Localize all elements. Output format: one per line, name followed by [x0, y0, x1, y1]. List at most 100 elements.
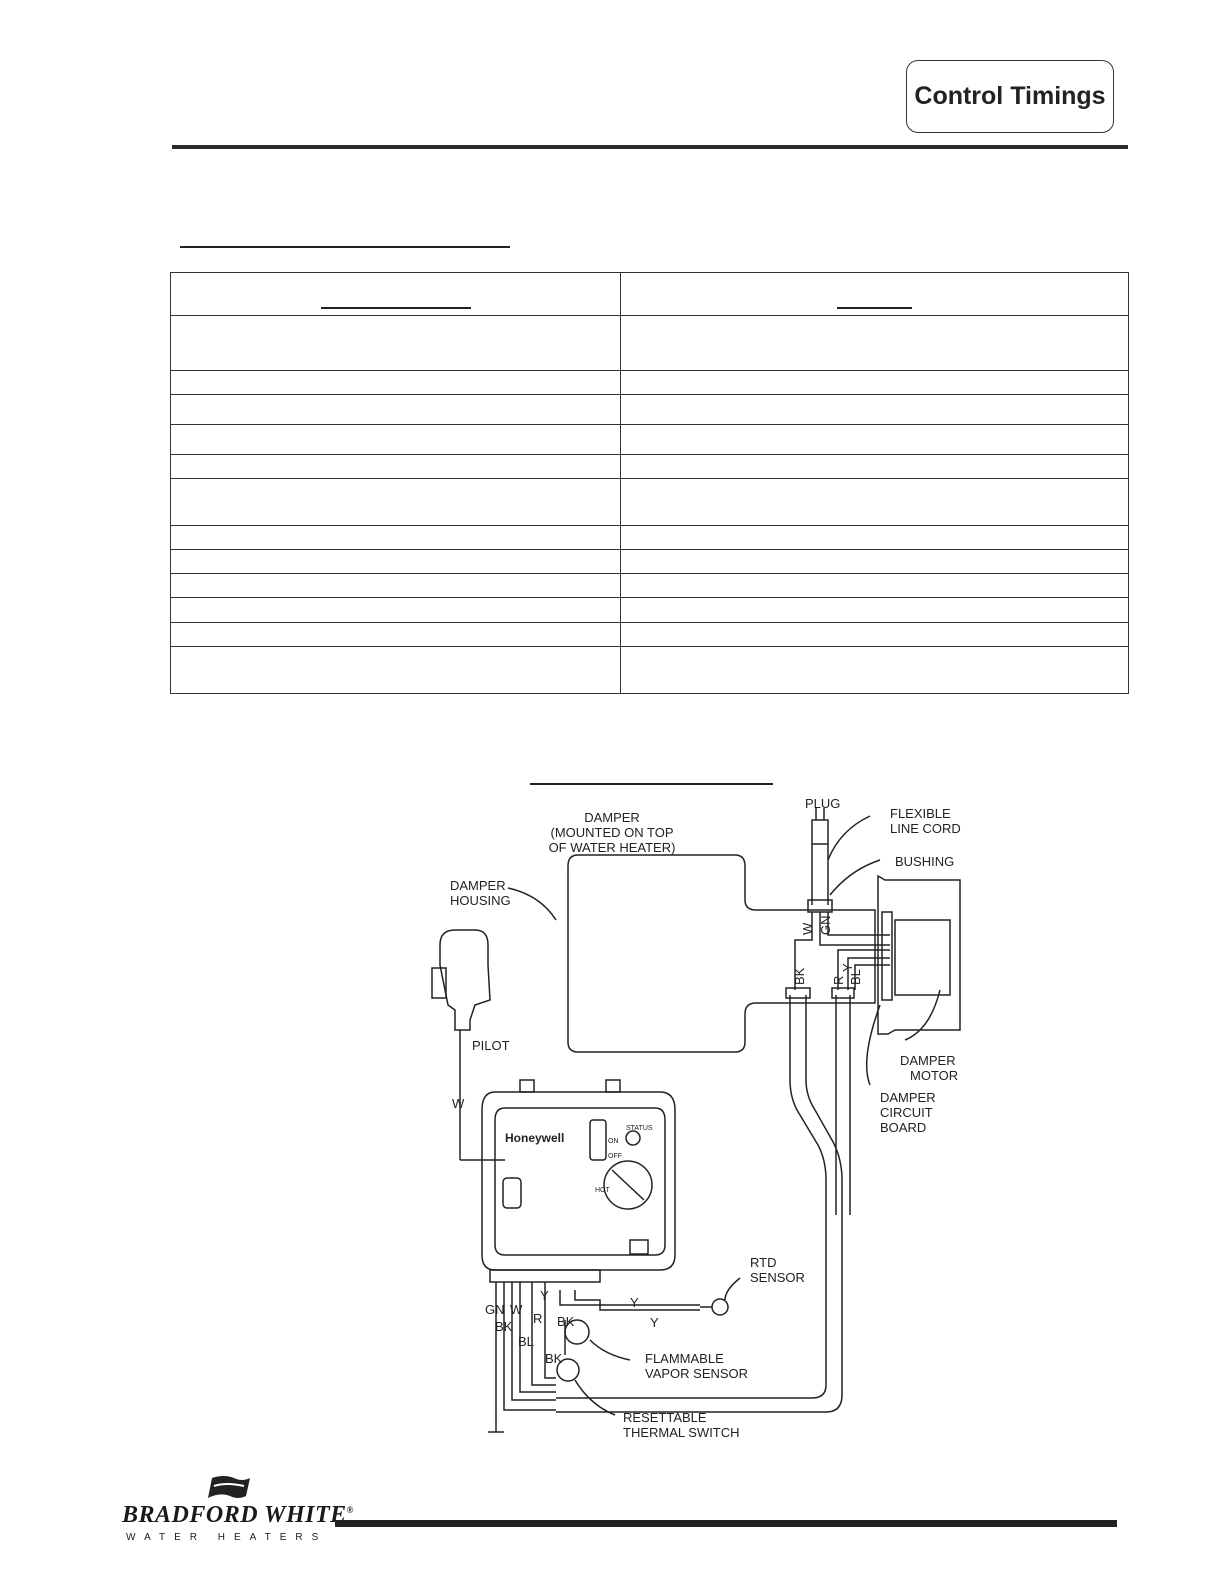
table-header-cell [620, 272, 1129, 316]
thermal-switch [556, 1358, 580, 1382]
connector-box [629, 1239, 649, 1255]
damper-motor [877, 874, 961, 1035]
label-off: OFF [608, 1153, 622, 1160]
table-cell-sequence [170, 370, 621, 395]
table-cell-sequence [170, 454, 621, 479]
table-row [170, 597, 1129, 623]
label-board-1: DAMPER [880, 1090, 936, 1105]
pilot-connector [502, 1177, 522, 1209]
table-cell-sequence [170, 597, 621, 623]
label-pilot: PILOT [472, 1038, 510, 1053]
table-row [170, 478, 1129, 526]
wire-label-r: R [533, 1311, 542, 1326]
damper-circuit-board [881, 911, 893, 1001]
table-cell-timing [620, 315, 1129, 371]
table-cell-sequence [170, 646, 621, 694]
label-board-3: BOARD [880, 1120, 926, 1135]
wire-label-bl-top: BL [848, 969, 863, 985]
label-damper-mount-2: OF WATER HEATER) [549, 840, 676, 855]
table-row [170, 424, 1129, 455]
wire-label-r-top: R [831, 976, 846, 985]
wire-label-y1: Y [630, 1295, 639, 1310]
label-on: ON [608, 1138, 619, 1145]
section-tab: Control Timings [906, 60, 1114, 133]
logo-sub-text: WATER HEATERS [126, 1532, 328, 1543]
table-cell-timing [620, 394, 1129, 425]
wire-label-y-top: Y [840, 963, 855, 972]
table-cell-sequence [170, 525, 621, 550]
table-row [170, 370, 1129, 395]
damper-motor-box [894, 919, 951, 996]
label-line-cord: LINE CORD [890, 821, 961, 836]
table-cell-timing [620, 424, 1129, 455]
control-timings-table [170, 272, 1129, 694]
table-header-cell [170, 272, 621, 316]
wire-label-bk3: BK [545, 1351, 563, 1366]
wire-label-w: W [510, 1302, 523, 1317]
wire-label-bk2: BK [557, 1314, 575, 1329]
table-row [170, 315, 1129, 371]
status-light [625, 1130, 641, 1146]
label-damper: DAMPER [584, 810, 640, 825]
label-damper-mount-1: (MOUNTED ON TOP [550, 825, 673, 840]
gas-control-body [481, 1091, 676, 1271]
label-bushing: BUSHING [895, 854, 954, 869]
wire-label-bk: BK [495, 1319, 513, 1334]
plug [811, 819, 829, 845]
header-underline [837, 307, 912, 309]
wire-label-bl: BL [518, 1334, 534, 1349]
pilot-assembly [439, 929, 491, 1031]
label-motor-1: DAMPER [900, 1053, 956, 1068]
table-cell-sequence [170, 478, 621, 526]
header-underline [320, 307, 471, 309]
diagram-labels: DAMPER (MOUNTED ON TOP OF WATER HEATER) … [450, 796, 961, 1440]
table-row [170, 394, 1129, 425]
logo-main-text: BRADFORD WHITE® [122, 1502, 354, 1528]
wire-label-bk-top: BK [792, 967, 807, 985]
damper-housing-outline [567, 854, 876, 1053]
label-vapor-2: VAPOR SENSOR [645, 1366, 748, 1381]
label-flexible: FLEXIBLE [890, 806, 951, 821]
table-cell-timing [620, 370, 1129, 395]
table-row [170, 525, 1129, 550]
label-housing-1: DAMPER [450, 878, 506, 893]
label-rtd-1: RTD [750, 1255, 776, 1270]
gas-control-bottom [489, 1269, 601, 1283]
bradford-white-logo: BRADFORD WHITE® WATER HEATERS [122, 1476, 353, 1546]
on-off-switch [589, 1119, 607, 1161]
table-cell-timing [620, 549, 1129, 574]
diagram-heading-rule [530, 783, 773, 785]
label-hot: HOT [595, 1187, 611, 1194]
table-header-row [170, 272, 1129, 316]
label-thermal-1: RESETTABLE [623, 1410, 707, 1425]
label-status: STATUS [626, 1125, 653, 1132]
label-plug: PLUG [805, 796, 840, 811]
header-rule [172, 145, 1128, 149]
wire-label-gn: GN [485, 1302, 505, 1317]
wire-label-y: Y [540, 1288, 549, 1303]
wire-label-w-top: W [800, 922, 815, 935]
table-row [170, 454, 1129, 479]
label-thermal-2: THERMAL SWITCH [623, 1425, 740, 1440]
temperature-dial [603, 1160, 653, 1210]
label-housing-2: HOUSING [450, 893, 511, 908]
logo-flag-icon [208, 1476, 250, 1498]
table-row [170, 646, 1129, 694]
conduit-left [556, 995, 827, 1399]
table-row [170, 549, 1129, 574]
wire-label-y2: Y [650, 1315, 659, 1330]
table-cell-sequence [170, 315, 621, 371]
table-row [170, 622, 1129, 647]
footer-rule [335, 1520, 1117, 1527]
section-heading-rule [180, 246, 510, 248]
table-cell-sequence [170, 622, 621, 647]
table-cell-sequence [170, 573, 621, 598]
rtd-sensor [711, 1298, 729, 1316]
honeywell-brand: Honeywell [505, 1131, 564, 1145]
label-board-2: CIRCUIT [880, 1105, 933, 1120]
table-cell-sequence [170, 549, 621, 574]
section-tab-label: Control Timings [914, 82, 1106, 110]
label-vapor-1: FLAMMABLE [645, 1351, 724, 1366]
wire-label-w-pilot: W [452, 1096, 465, 1111]
